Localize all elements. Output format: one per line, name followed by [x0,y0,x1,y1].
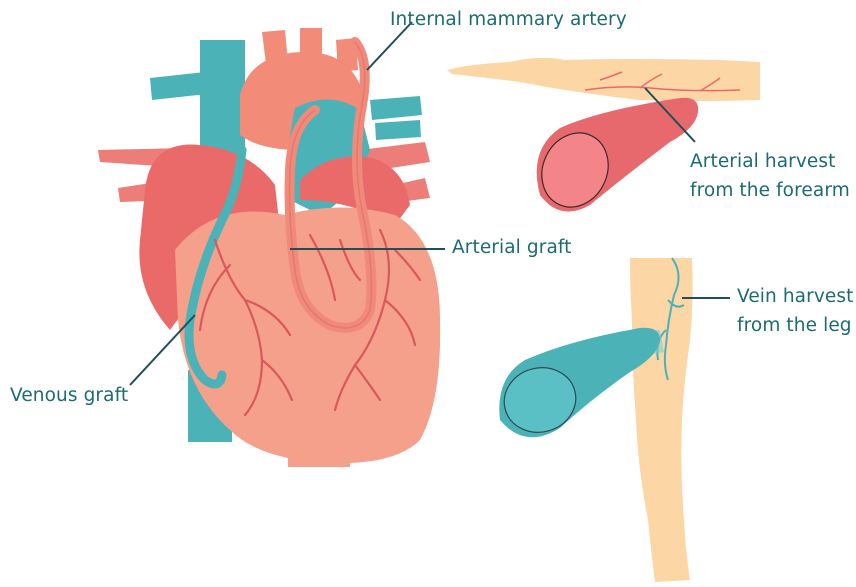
label-vein-harvest-line1: Vein harvest [737,285,853,309]
label-venous-graft: Venous graft [10,384,128,408]
leg-skin [630,258,693,582]
heart [98,28,440,467]
label-arterial-harvest-line2: from the forearm [690,179,850,203]
superior-vena-cava [200,40,245,160]
forearm [447,58,760,101]
label-arterial-harvest-line1: Arterial harvest [690,150,836,174]
teal-branch-left [150,72,207,100]
teal-branch-right [370,96,422,140]
harvested-artery [530,98,698,218]
label-internal-mammary-artery: Internal mammary artery [390,8,627,32]
label-vein-harvest-line2: from the leg [737,314,852,338]
ventricle-base [288,445,350,467]
label-arterial-graft: Arterial graft [452,236,572,260]
